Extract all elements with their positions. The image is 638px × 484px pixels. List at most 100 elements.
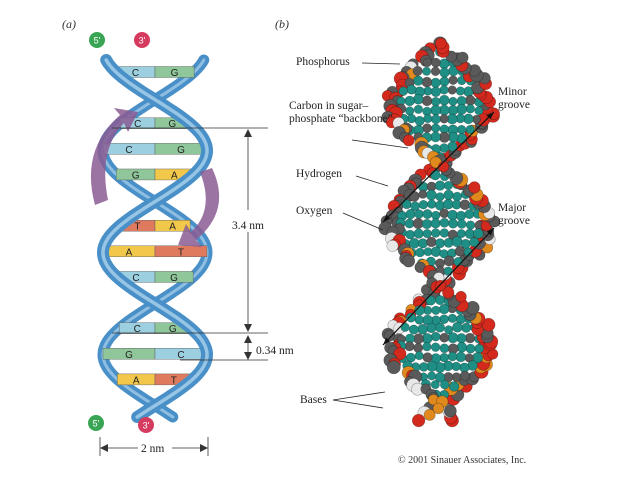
atom-sphere	[414, 343, 423, 352]
atom-sphere	[444, 190, 454, 200]
minor-groove-label: Minor groove	[498, 86, 548, 112]
panel-a-label: (a)	[62, 17, 76, 32]
atom-sphere	[448, 86, 457, 95]
atom-sphere	[440, 209, 449, 218]
hydrogen-leader	[356, 176, 388, 186]
atom-sphere	[435, 295, 444, 304]
atom-sphere	[427, 323, 437, 333]
atom-sphere	[431, 332, 440, 341]
atom-sphere	[428, 372, 436, 380]
atom-sphere	[416, 248, 425, 257]
atom-sphere	[456, 211, 466, 221]
carbon-leader	[352, 140, 408, 148]
atom-sphere	[439, 304, 449, 314]
atom-sphere	[423, 353, 433, 363]
base-letter: A	[133, 375, 140, 386]
atom-sphere	[399, 87, 408, 96]
atom-sphere	[406, 313, 415, 322]
atom-sphere	[431, 219, 441, 229]
panel-b-label: (b)	[275, 17, 289, 32]
atom-sphere	[440, 344, 449, 353]
base-letter: G	[177, 145, 185, 156]
atom-sphere	[431, 58, 440, 67]
atom-sphere	[448, 219, 457, 228]
base-letter: G	[169, 324, 177, 335]
atom-sphere	[435, 280, 446, 291]
base-letter: C	[134, 324, 141, 335]
atom-sphere	[415, 352, 423, 360]
atom-sphere	[444, 267, 453, 276]
atom-sphere	[405, 96, 415, 106]
atom-sphere	[403, 255, 415, 267]
base-letter: C	[132, 273, 139, 284]
atom-sphere	[465, 210, 474, 219]
atom-sphere	[422, 67, 430, 75]
atom-sphere	[423, 124, 432, 133]
atom-sphere	[431, 78, 441, 88]
atom-sphere	[431, 105, 441, 115]
atom-sphere	[413, 76, 423, 86]
phosphorus-leader	[362, 63, 400, 64]
atom-sphere	[432, 306, 441, 315]
base-letter: A	[171, 170, 178, 181]
major-groove-label: Major groove	[498, 202, 548, 228]
width-measure-label: 2 nm	[141, 443, 164, 456]
atom-sphere	[418, 324, 428, 334]
arrowhead	[244, 335, 252, 343]
bases-label: Bases	[300, 394, 327, 407]
atom-sphere	[406, 209, 416, 219]
atom-sphere	[435, 181, 445, 191]
oxygen-label: Oxygen	[296, 205, 332, 218]
space-filling-model	[379, 37, 500, 427]
atom-sphere	[431, 115, 440, 124]
atom-sphere	[431, 97, 440, 106]
atom-sphere	[440, 315, 449, 324]
atom-sphere	[433, 403, 444, 414]
atom-sphere	[460, 200, 470, 210]
atom-sphere	[440, 77, 449, 86]
atom-sphere	[444, 256, 454, 266]
atom-sphere	[431, 247, 441, 257]
atom-sphere	[427, 200, 436, 209]
strand-end-marker: 3'	[138, 417, 154, 433]
rise-measure-label: 0.34 nm	[256, 345, 294, 358]
atom-sphere	[419, 190, 427, 198]
atom-sphere	[415, 116, 424, 125]
atom-sphere	[427, 237, 437, 247]
strand-end-marker: 3'	[134, 32, 150, 48]
atom-sphere	[419, 200, 428, 209]
atom-sphere	[431, 124, 440, 133]
base-letter: T	[178, 247, 184, 258]
atom-sphere	[462, 323, 471, 332]
atom-sphere	[426, 190, 436, 200]
atom-sphere	[457, 220, 466, 229]
atom-sphere	[413, 94, 423, 104]
arrowhead	[200, 444, 208, 452]
atom-sphere	[403, 135, 414, 146]
atom-sphere	[406, 230, 415, 239]
atom-sphere	[456, 87, 465, 96]
pitch-measure-label: 3.4 nm	[232, 220, 264, 233]
atom-sphere	[431, 380, 439, 388]
atom-sphere	[473, 229, 483, 239]
atom-sphere	[475, 344, 484, 353]
base-letter: G	[125, 350, 133, 361]
atom-sphere	[387, 361, 400, 374]
strand-end-marker: 5'	[88, 415, 104, 431]
base-letter: G	[168, 119, 176, 130]
base-letter: G	[171, 68, 179, 79]
atom-sphere	[412, 414, 425, 427]
atom-sphere	[431, 132, 441, 142]
atom-sphere	[452, 322, 462, 332]
bases-leader	[333, 392, 385, 400]
atom-sphere	[457, 52, 468, 63]
arrowhead	[244, 324, 252, 332]
atom-sphere	[466, 104, 475, 113]
strand-end-label: 5'	[94, 36, 101, 46]
atom-sphere	[405, 107, 414, 116]
atom-sphere	[413, 66, 422, 75]
bases-leader	[333, 400, 383, 408]
